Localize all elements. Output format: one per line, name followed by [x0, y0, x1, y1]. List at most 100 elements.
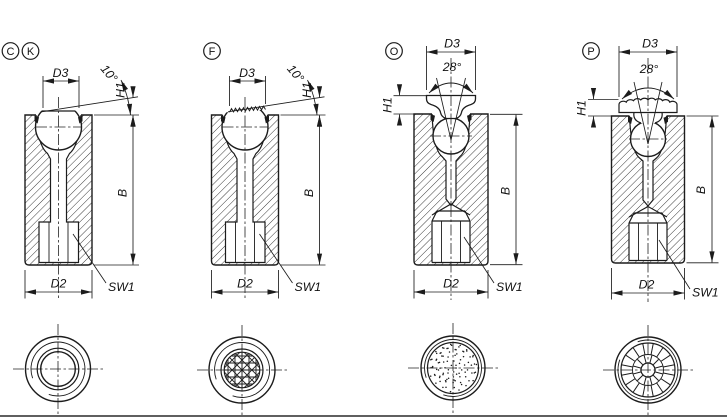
pattern-line: [649, 355, 653, 364]
variant-badge-k: K: [21, 42, 40, 60]
bottom-view-o: [408, 323, 498, 413]
angle-label: 28°: [442, 60, 462, 74]
stipple-dot: [447, 369, 450, 371]
stipple-dot: [434, 374, 436, 377]
stipple-dot: [437, 369, 440, 371]
d3-label: D3: [642, 37, 658, 51]
stipple-dot: [445, 386, 447, 388]
radial-serration: [621, 343, 675, 397]
stipple-dot: [458, 389, 460, 391]
stipple-dot: [430, 366, 432, 369]
stipple-dot: [437, 362, 440, 364]
figure-p: P 28° D3 H1 B: [575, 37, 719, 302]
leader-line: [72, 233, 107, 284]
serration-center-circle: [640, 362, 656, 378]
cavity: [36, 114, 81, 263]
badge-circle: [385, 42, 403, 60]
stipple-dot: [439, 367, 441, 369]
serration-outer-circle: [620, 342, 676, 398]
stipple-dot: [435, 352, 438, 355]
stipple-dot: [438, 376, 441, 379]
pattern-line: [224, 352, 246, 374]
stipple-dot: [444, 379, 447, 382]
pattern-line: [621, 372, 633, 376]
stipple-dot: [474, 371, 477, 374]
badge-circle: [1, 42, 20, 60]
cavity: [222, 114, 268, 263]
stipple-dot: [455, 367, 457, 369]
stipple-dot: [450, 344, 453, 346]
h1-label: H1: [114, 82, 128, 98]
b-label: B: [116, 189, 130, 197]
seal-left: [221, 115, 226, 124]
badge-circle: [203, 42, 221, 60]
seal-right: [264, 115, 269, 124]
pattern-line: [625, 378, 636, 386]
sw1-label: SW1: [295, 280, 322, 294]
pattern-line: [663, 372, 675, 376]
stipple-dot: [454, 379, 456, 382]
stipple-dot: [472, 354, 474, 357]
h1-label: H1: [300, 82, 314, 98]
stipple-dot: [462, 350, 464, 352]
stipple-dot: [452, 371, 455, 373]
stipple-dot: [466, 350, 468, 352]
pattern-line: [625, 354, 636, 362]
d2-label: D2: [639, 278, 655, 292]
thread-arc: [214, 342, 271, 398]
pattern-line: [649, 376, 653, 385]
leader-line: [259, 233, 293, 284]
angle-label: 10°: [98, 62, 121, 85]
variant-letter: K: [27, 46, 35, 58]
contact-face-circle: [40, 351, 76, 388]
outer-circle: [614, 336, 682, 404]
pattern-line: [656, 382, 664, 393]
d3-label: D3: [444, 37, 460, 51]
stipple-dot: [435, 368, 438, 371]
neck-outline: [633, 112, 663, 124]
stipple-dot: [472, 379, 474, 382]
outer-circle: [208, 336, 276, 404]
stipple-dot: [463, 364, 466, 366]
stipple-dot: [460, 369, 463, 371]
stipple-dot: [468, 379, 470, 382]
pattern-line: [633, 371, 642, 375]
outer-circle: [420, 335, 486, 401]
stipple-dot: [453, 379, 455, 381]
stipple-dot: [459, 344, 461, 347]
badge-circle: [582, 42, 600, 60]
angle-arc: [621, 87, 675, 100]
pattern-line: [652, 359, 659, 366]
variant-badge-c: C: [1, 42, 20, 60]
stipple-dot: [460, 383, 463, 386]
d3-label: D3: [53, 66, 69, 80]
stipple-dot: [442, 386, 444, 389]
angle-arc: [120, 79, 133, 116]
stipple-dot: [455, 373, 458, 375]
stipple-dot: [469, 356, 471, 358]
pattern-line: [643, 376, 647, 385]
stipple-dot: [464, 376, 467, 378]
variant-letter: C: [7, 46, 15, 58]
angle-label: 10°: [284, 62, 307, 85]
stipple-dot: [454, 348, 456, 351]
stipple-dot: [465, 384, 467, 387]
pattern-line: [663, 364, 675, 368]
stipple-dot: [458, 346, 460, 348]
stipple-dot: [435, 359, 437, 361]
stipple-dot: [452, 376, 455, 378]
pattern-line: [660, 354, 671, 362]
thread-arc: [30, 341, 86, 397]
pattern-line: [228, 356, 256, 384]
figure-ck: C K 10° D3 H1: [1, 42, 139, 300]
stipple-dot: [442, 372, 445, 375]
stipple-dot: [439, 380, 441, 383]
seal-right: [663, 116, 668, 124]
stipple-dot: [435, 350, 437, 353]
h1-label: H1: [381, 97, 395, 113]
contact-face-circle: [426, 341, 480, 395]
variant-badge-f: F: [203, 42, 221, 60]
pattern-line: [660, 378, 671, 386]
